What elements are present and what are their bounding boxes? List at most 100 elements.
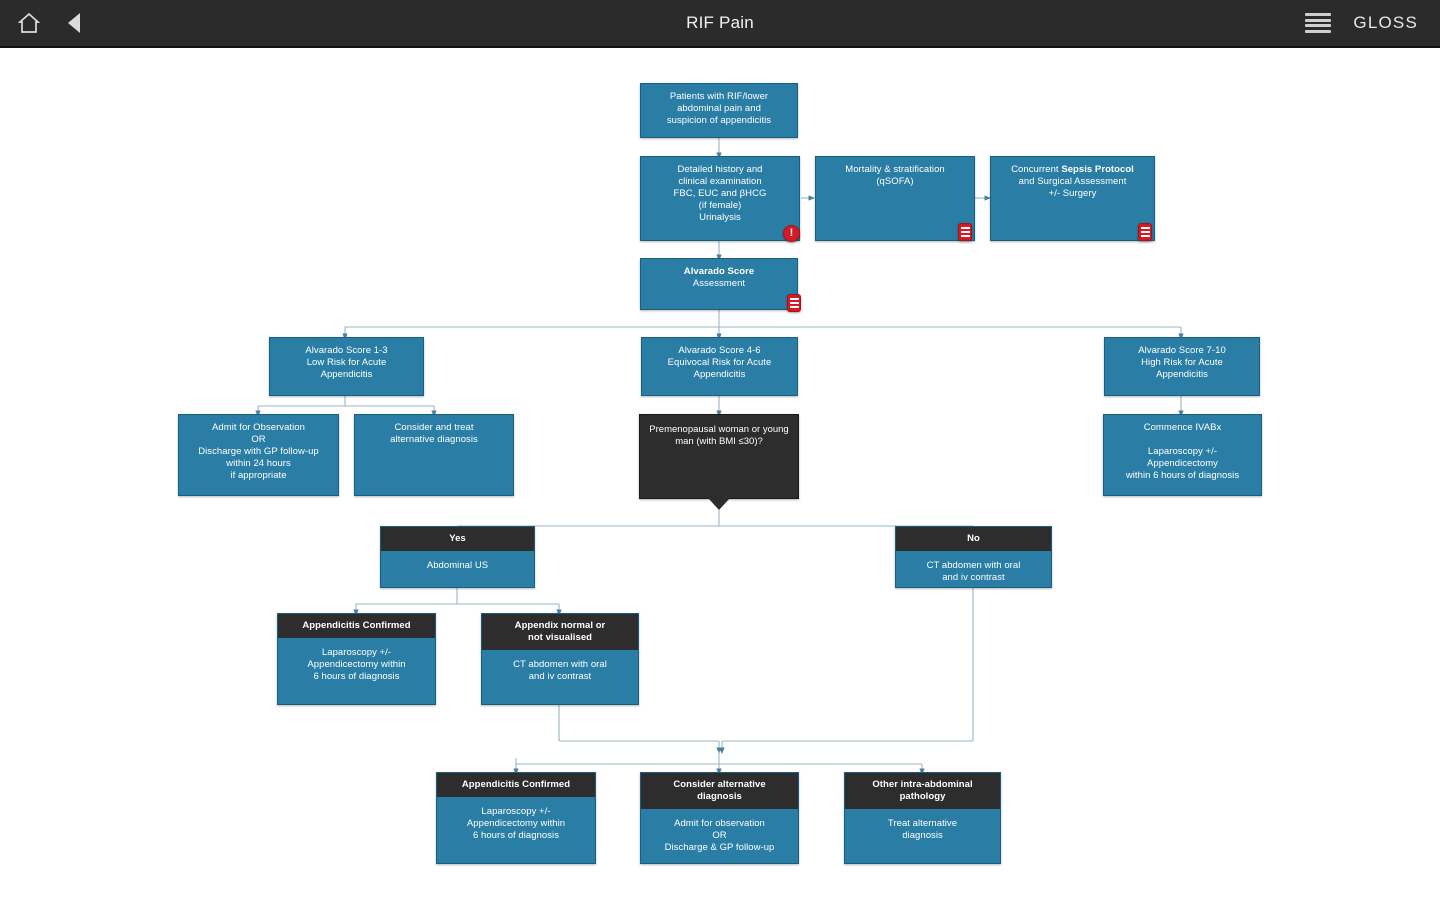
node-score-high-line2: High Risk for Acute [1141, 357, 1223, 368]
node-no-header: No [896, 527, 1051, 551]
node-sepsis-line1-strong: Sepsis Protocol [1061, 164, 1134, 175]
node-alvarado-subtitle: Assessment [692, 278, 746, 289]
node-detailed-history[interactable]: Detailed history and clinical examinatio… [640, 156, 800, 241]
node-ivabx-line1: Commence IVABx [1143, 422, 1222, 433]
gloss-button[interactable]: GLOSS [1353, 13, 1418, 32]
decision-line1: Premenopausal woman [649, 424, 750, 435]
node-sepsis-line1: Concurrent Sepsis Protocol [997, 164, 1148, 176]
node-app-confirmed-mid-line2: Appendicectomy within [307, 659, 406, 670]
node-consider-alt-bottom-body: Admit for observation OR Discharge & GP … [641, 809, 798, 863]
node-admit-line3: Discharge with GP follow-up [198, 446, 319, 457]
node-appendix-normal-header-line1: Appendix normal or [514, 620, 606, 631]
node-consider-treat-alternative[interactable]: Consider and treat alternative diagnosis [354, 414, 514, 496]
node-history-line4: (if female) [698, 200, 742, 211]
node-ivabx-line3: Laparoscopy +/- [1147, 446, 1218, 457]
node-other-pathology-line1: Treat alternative [887, 818, 958, 829]
info-badge-history[interactable]: ! [783, 225, 800, 242]
decision-box: Premenopausal woman or young man (with B… [639, 414, 799, 499]
node-admit-line4: within 24 hours [226, 458, 291, 469]
node-sepsis-line1-pre: Concurrent [1011, 164, 1062, 175]
node-history-line1: Detailed history and [677, 164, 763, 175]
node-admit-for-observation[interactable]: Admit for Observation OR Discharge with … [178, 414, 339, 496]
node-decision-premenopausal[interactable]: Premenopausal woman or young man (with B… [639, 414, 799, 510]
node-app-confirmed-mid-header: Appendicitis Confirmed [278, 614, 435, 638]
node-no-ct-abdomen[interactable]: No CT abdomen with oral and iv contrast [895, 526, 1052, 588]
node-sepsis-protocol[interactable]: Concurrent Sepsis Protocol and Surgical … [990, 156, 1155, 241]
node-alvarado-title: Alvarado Score [683, 266, 755, 277]
node-yes-header: Yes [381, 527, 534, 551]
node-yes-abdominal-us[interactable]: Yes Abdominal US [380, 526, 535, 588]
node-appendicitis-confirmed-mid[interactable]: Appendicitis Confirmed Laparoscopy +/- A… [277, 613, 436, 705]
node-no-body: CT abdomen with oral and iv contrast [896, 551, 1051, 593]
node-mortality-line2: (qSOFA) [876, 176, 914, 187]
node-other-pathology-body: Treat alternative diagnosis [845, 809, 1000, 851]
node-no-body-line1: CT abdomen with oral [926, 560, 1021, 571]
back-arrow-icon[interactable] [60, 8, 88, 38]
document-badge-sepsis[interactable] [1138, 223, 1152, 241]
home-icon[interactable] [12, 6, 46, 40]
node-start-line3: suspicion of appendicitis [666, 115, 772, 126]
node-alvarado-score[interactable]: Alvarado Score Assessment [640, 258, 798, 310]
node-app-confirmed-bottom-line2: Appendicectomy within [466, 818, 566, 829]
document-badge-alvarado[interactable] [787, 294, 801, 312]
node-app-confirmed-mid-line1: Laparoscopy +/- [321, 647, 392, 658]
node-mortality-line1: Mortality & stratification [845, 164, 945, 175]
node-appendix-normal-header-line2: not visualised [527, 632, 593, 643]
node-consider-alt-bottom-line1: Admit for observation [674, 818, 765, 829]
node-mortality-stratification[interactable]: Mortality & stratification (qSOFA) [815, 156, 975, 241]
node-score-low-line1: Alvarado Score 1-3 [305, 345, 388, 356]
node-ivabx-line4: Appendicectomy [1147, 458, 1218, 469]
node-score-low-line3: Appendicitis [320, 369, 373, 380]
node-appendix-normal-header: Appendix normal or not visualised [482, 614, 638, 650]
node-sepsis-line2: and Surgical Assessment [1018, 176, 1127, 187]
node-other-pathology-header-line2: pathology [899, 791, 946, 802]
node-history-line2: clinical examination [678, 176, 762, 187]
node-ivabx-spacer [1110, 434, 1255, 446]
node-admit-line2: OR [251, 434, 266, 445]
node-history-line3: FBC, EUC and βHCG [673, 188, 767, 199]
node-commence-ivabx[interactable]: Commence IVABx Laparoscopy +/- Appendice… [1103, 414, 1262, 496]
node-app-confirmed-mid-line3: 6 hours of diagnosis [313, 671, 400, 682]
node-consider-alt-bottom-header-line1: Consider alternative [673, 779, 766, 790]
node-alvarado-score-equivocal[interactable]: Alvarado Score 4-6 Equivocal Risk for Ac… [641, 337, 798, 396]
node-start-line1: Patients with RIF/lower [669, 91, 769, 102]
node-appendicitis-confirmed-bottom[interactable]: Appendicitis Confirmed Laparoscopy +/- A… [436, 772, 596, 864]
node-yes-body-line1: Abdominal US [426, 560, 489, 571]
node-start-line2: abdominal pain and [677, 103, 761, 114]
node-sepsis-line3: +/- Surgery [1048, 188, 1097, 199]
node-consider-alt-line2: alternative diagnosis [390, 434, 478, 445]
page-title: RIF Pain [686, 13, 754, 32]
node-app-confirmed-bottom-line1: Laparoscopy +/- [481, 806, 551, 817]
node-consider-alt-bottom-header: Consider alternative diagnosis [641, 773, 798, 809]
node-start[interactable]: Patients with RIF/lower abdominal pain a… [640, 83, 798, 138]
node-score-low-line2: Low Risk for Acute [306, 357, 387, 368]
flowchart-canvas: Patients with RIF/lower abdominal pain a… [0, 48, 1440, 900]
node-admit-line5: if appropriate [230, 470, 287, 481]
node-consider-alt-bottom-header-line2: diagnosis [697, 791, 742, 802]
node-other-intra-abdominal-pathology[interactable]: Other intra-abdominal pathology Treat al… [844, 772, 1001, 864]
connector-lines [255, 138, 1184, 776]
node-yes-body: Abdominal US [381, 551, 534, 581]
node-other-pathology-line2: diagnosis [902, 830, 943, 841]
node-appendix-normal[interactable]: Appendix normal or not visualised CT abd… [481, 613, 639, 705]
node-ivabx-line5: within 6 hours of diagnosis [1125, 470, 1240, 481]
decision-line3: (with BMI ≤30)? [696, 436, 763, 447]
node-app-confirmed-mid-body: Laparoscopy +/- Appendicectomy within 6 … [278, 638, 435, 692]
node-score-mid-line1: Alvarado Score 4-6 [678, 345, 761, 356]
hamburger-menu-icon[interactable] [1305, 13, 1332, 33]
document-badge-mortality[interactable] [958, 223, 972, 241]
node-app-confirmed-bottom-line3: 6 hours of diagnosis [472, 830, 560, 841]
node-appendix-normal-body: CT abdomen with oral and iv contrast [482, 650, 638, 692]
node-other-pathology-header-line1: Other intra-abdominal [872, 779, 973, 790]
node-consider-alt-bottom-line2: OR [712, 830, 727, 841]
node-appendix-normal-line1: CT abdomen with oral [513, 659, 607, 670]
node-consider-alternative-bottom[interactable]: Consider alternative diagnosis Admit for… [640, 772, 799, 864]
node-appendix-normal-line2: and iv contrast [528, 671, 592, 682]
node-score-high-line1: Alvarado Score 7-10 [1138, 345, 1226, 356]
node-alvarado-score-high[interactable]: Alvarado Score 7-10 High Risk for Acute … [1104, 337, 1260, 396]
node-score-mid-line3: Appendicitis [693, 369, 746, 380]
decision-pointer-icon [708, 498, 730, 510]
node-score-high-line3: Appendicitis [1156, 369, 1208, 380]
node-app-confirmed-bottom-header: Appendicitis Confirmed [437, 773, 595, 797]
node-alvarado-score-low[interactable]: Alvarado Score 1-3 Low Risk for Acute Ap… [269, 337, 424, 396]
